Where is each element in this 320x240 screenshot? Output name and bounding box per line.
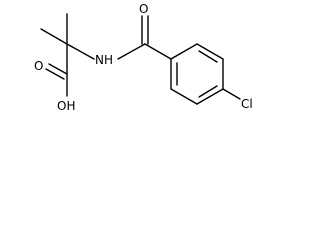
ring-bond-1 — [170, 43, 198, 60]
amide-nitrogen-label: NH — [95, 53, 113, 67]
hydroxyl-label: OH — [57, 99, 75, 113]
chemical-structure: O OH NH O Cl — [34, 2, 253, 113]
bond-nitrogen-to-amide-carbon — [117, 43, 146, 60]
bond-quaternary-to-nitrogen — [66, 43, 95, 60]
oxygen-acid-carbonyl-label: O — [34, 59, 43, 73]
ring-bond-5 — [170, 88, 198, 105]
bond-amide-to-ring — [144, 43, 172, 60]
bond-methyl-left — [40, 28, 68, 45]
ring-bond-4 — [196, 88, 224, 105]
oxygen-amide-carbonyl-label: O — [139, 2, 148, 16]
bond-acid-carbonyl-b — [45, 68, 65, 80]
ring-inner-bond-top — [198, 50, 218, 63]
bond-ring-to-chlorine — [222, 88, 241, 100]
chlorine-label: Cl — [241, 97, 253, 111]
ring-bond-2 — [196, 43, 224, 60]
bond-acid-carbonyl-a — [48, 63, 68, 75]
ring-inner-bond-bottom — [198, 85, 218, 98]
